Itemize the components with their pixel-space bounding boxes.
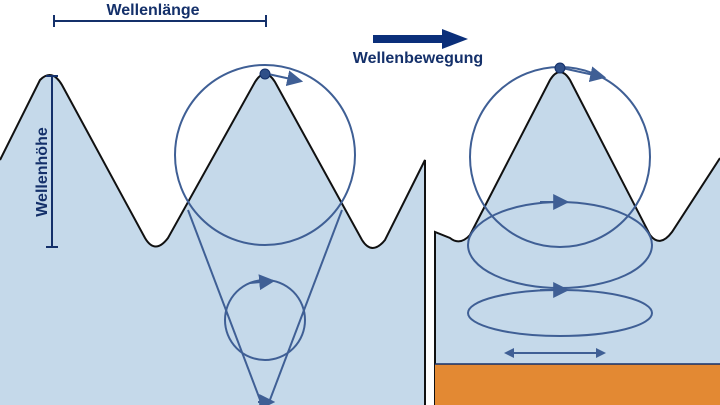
surface-orbit-circle [174,64,356,246]
crest-particle-dot [259,68,271,80]
wavelength-label: Wellenlänge [106,2,199,19]
shallow-surface-orbit-arrow [561,66,607,83]
shallow-water-body [435,72,720,405]
orbit-cone-left-line [187,209,263,405]
bottom-oscillation-arrow [504,348,606,358]
deep-water-body [0,74,425,405]
seabed [435,364,720,405]
wave-height-label: Wellenhöhe [34,127,51,217]
wave-motion-arrow [373,29,468,49]
deep-water-panel: Wellenlänge Wellenhöhe [0,2,426,405]
surface-orbit-arrow [267,70,304,87]
wavelength-dimension [53,15,267,27]
deep-water-surface-line [0,73,426,405]
wave-motion-label: Wellenbewegung [353,50,483,67]
mid-orbit-arrow [249,274,276,291]
wave-height-dimension [46,75,58,248]
shallow-water-panel [434,62,720,405]
orbit-cone-right-line [267,209,343,405]
shallow-crest-particle-dot [554,62,566,74]
